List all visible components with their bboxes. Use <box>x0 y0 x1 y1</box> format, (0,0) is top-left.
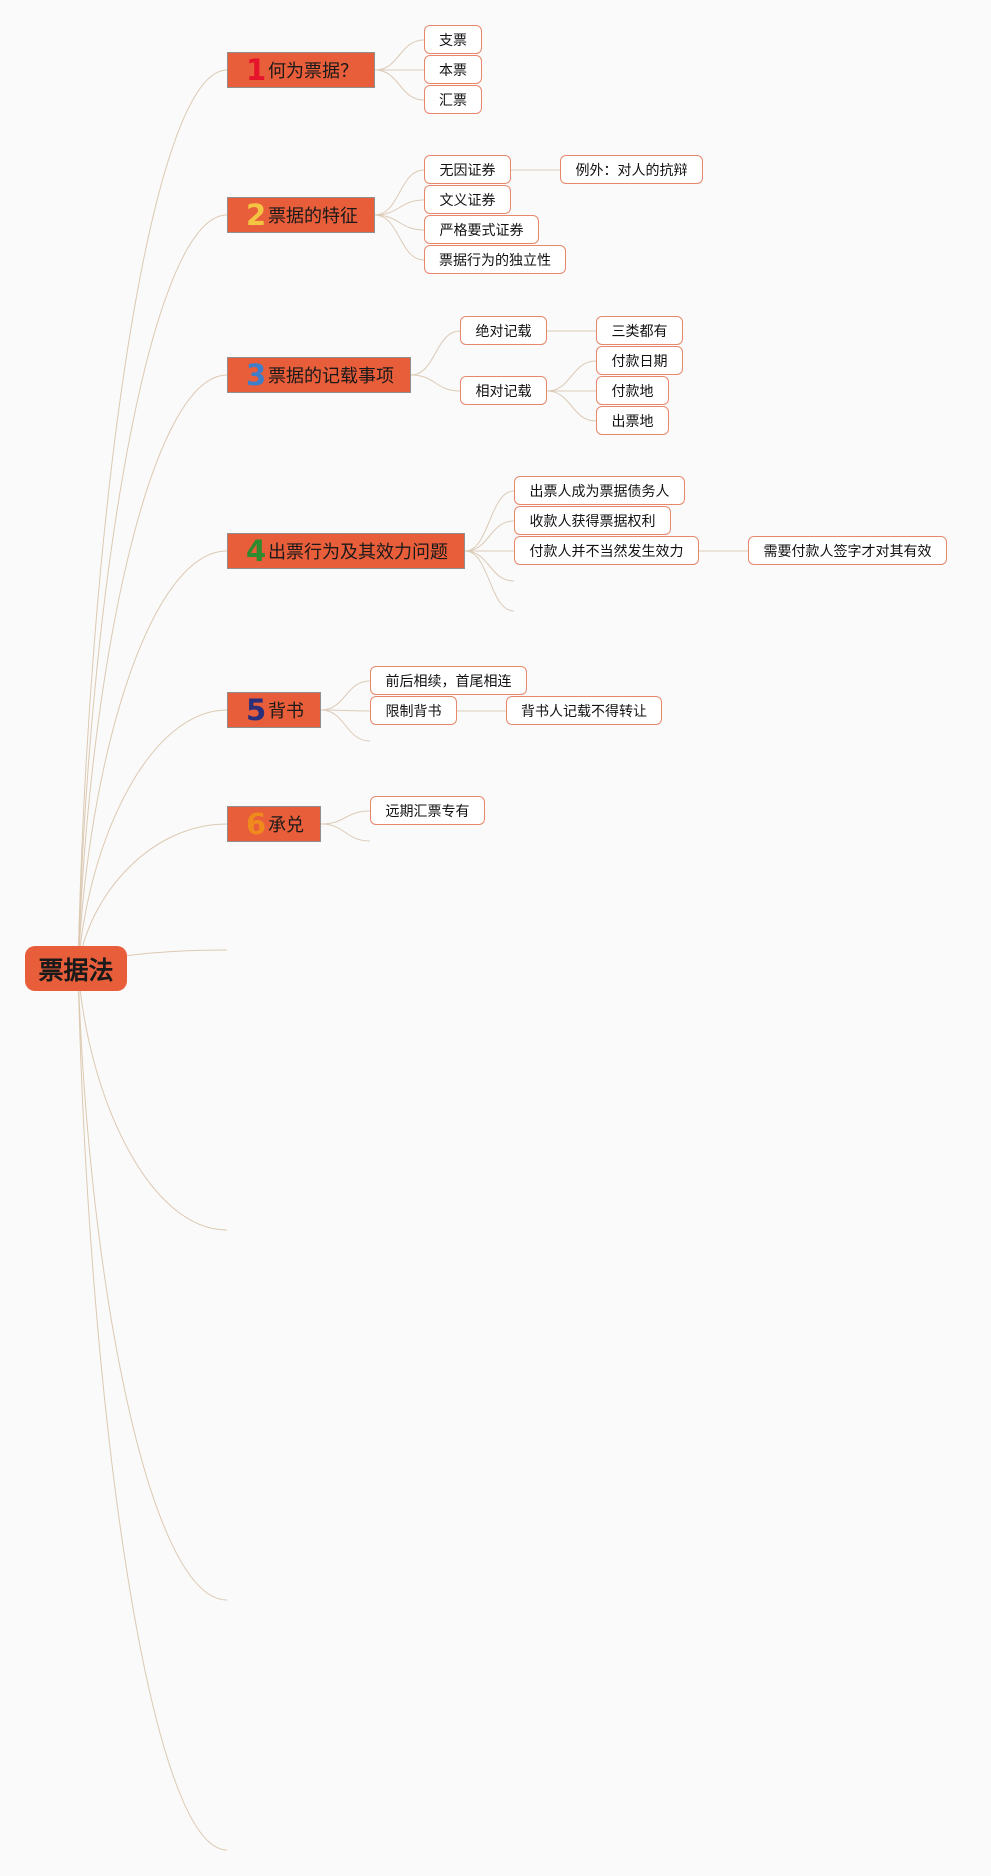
leaf-node[interactable]: 背书人记载不得转让 <box>506 696 662 725</box>
connector-line <box>320 709 371 742</box>
leaf-node[interactable]: 相对记载 <box>460 376 547 405</box>
topic-number-icon: 2 <box>246 197 267 232</box>
topic-number-icon: 6 <box>246 806 267 841</box>
connector-line <box>77 967 228 1231</box>
connector-line <box>77 214 228 969</box>
topic-number-icon: 3 <box>246 357 267 392</box>
connector-line <box>374 39 425 71</box>
connector-line <box>77 967 228 1601</box>
leaf-node[interactable]: 票据行为的独立性 <box>424 245 566 274</box>
topic-4-node[interactable]: 4 出票行为及其效力问题 <box>227 533 465 569</box>
leaf-node[interactable]: 绝对记载 <box>460 316 547 345</box>
leaf-node[interactable]: 收款人获得票据权利 <box>514 506 671 535</box>
connector-line <box>77 823 228 969</box>
leaf-node[interactable]: 前后相续，首尾相连 <box>370 666 527 695</box>
topic-5-node[interactable]: 5 背书 <box>227 692 321 728</box>
connector-line <box>410 374 461 392</box>
root-node[interactable]: 票据法 <box>25 946 127 991</box>
connector-line <box>464 550 515 582</box>
connector-line <box>374 69 425 101</box>
leaf-node[interactable]: 支票 <box>424 25 482 54</box>
leaf-node[interactable]: 出票地 <box>596 406 669 435</box>
connector-line <box>320 680 371 711</box>
leaf-node[interactable]: 汇票 <box>424 85 482 114</box>
connector-line <box>374 214 425 231</box>
connector-line <box>374 169 425 216</box>
connector-line <box>464 490 515 552</box>
leaf-node[interactable]: 三类都有 <box>596 316 683 345</box>
topic-label: 何为票据？ <box>268 61 358 82</box>
topic-1-node[interactable]: 1 何为票据？ <box>227 52 375 88</box>
connector-line <box>546 360 597 392</box>
leaf-node[interactable]: 文义证券 <box>424 185 511 214</box>
leaf-node[interactable]: 付款日期 <box>596 346 683 375</box>
connector-line <box>320 709 371 712</box>
topic-label: 背书 <box>268 701 304 722</box>
connector-line <box>77 709 228 969</box>
connector-line <box>410 330 461 376</box>
topic-number-icon: 4 <box>246 533 267 568</box>
topic-label: 票据的记载事项 <box>268 366 394 387</box>
connector-line <box>77 69 228 969</box>
leaf-node[interactable]: 无因证券 <box>424 155 511 184</box>
connector-line <box>546 390 597 422</box>
connector-line <box>77 550 228 969</box>
leaf-node[interactable]: 严格要式证券 <box>424 215 539 244</box>
leaf-node[interactable]: 付款人并不当然发生效力 <box>514 536 699 565</box>
topic-label: 票据的特征 <box>268 206 358 227</box>
topic-number-icon: 1 <box>246 52 267 87</box>
leaf-node[interactable]: 出票人成为票据债务人 <box>514 476 685 505</box>
leaf-node[interactable]: 限制背书 <box>370 696 457 725</box>
leaf-node[interactable]: 付款地 <box>596 376 669 405</box>
topic-3-node[interactable]: 3 票据的记载事项 <box>227 357 411 393</box>
connector-line <box>464 520 515 552</box>
topic-6-node[interactable]: 6 承兑 <box>227 806 321 842</box>
connector-line <box>77 374 228 969</box>
topic-label: 承兑 <box>268 815 304 836</box>
connector-line <box>374 214 425 261</box>
leaf-node[interactable]: 例外：对人的抗辩 <box>560 155 703 184</box>
connector-line <box>320 823 371 842</box>
connector-line <box>320 810 371 825</box>
leaf-node[interactable]: 本票 <box>424 55 482 84</box>
leaf-node[interactable]: 远期汇票专有 <box>370 796 485 825</box>
leaf-node[interactable]: 需要付款人签字才对其有效 <box>748 536 947 565</box>
topic-label: 出票行为及其效力问题 <box>268 542 448 563</box>
connector-line <box>464 550 515 612</box>
topic-2-node[interactable]: 2 票据的特征 <box>227 197 375 233</box>
topic-number-icon: 5 <box>246 692 267 727</box>
connector-line <box>374 199 425 216</box>
connector-line <box>77 967 228 1851</box>
